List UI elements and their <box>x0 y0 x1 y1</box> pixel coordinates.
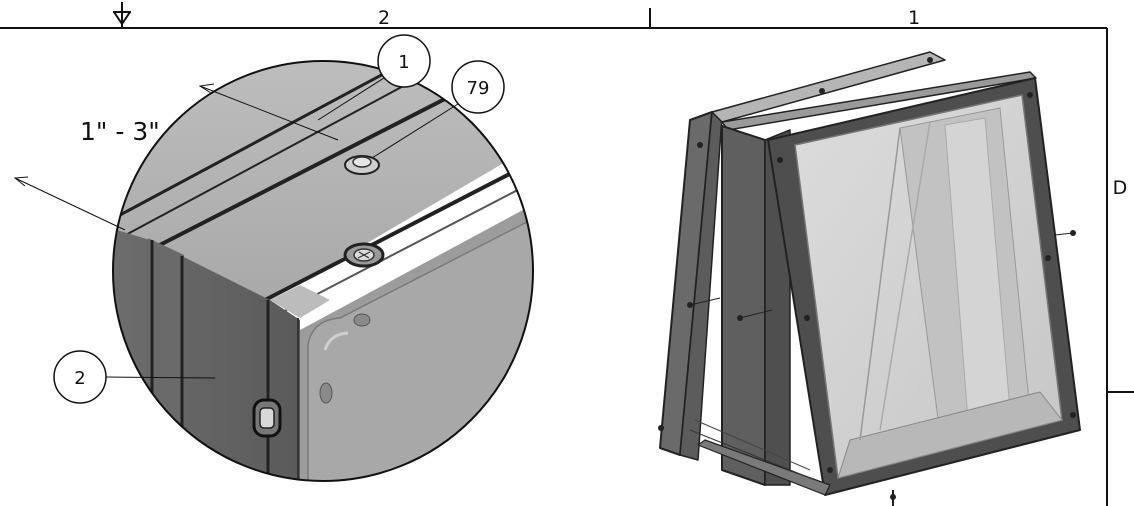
projection-symbol-icon <box>113 2 131 28</box>
dimension-note: 1" - 3" <box>80 117 160 146</box>
svg-text:79: 79 <box>467 78 490 99</box>
screw-head-icon <box>344 155 380 175</box>
balloon-1: 1 <box>317 34 431 121</box>
fastener-icon <box>343 242 385 268</box>
zone-label-1: 1 <box>908 7 920 29</box>
side-fastener-icon <box>252 398 282 438</box>
balloon-79: 79 <box>371 60 505 159</box>
drawing-border <box>0 8 1134 506</box>
detail-circle-outline <box>112 60 534 482</box>
window-assembly-view <box>658 51 1081 506</box>
svg-text:1: 1 <box>398 52 409 73</box>
dimension-lines <box>13 83 339 231</box>
svg-text:2: 2 <box>74 368 85 389</box>
zone-label-d: D <box>1113 177 1128 199</box>
zone-label-2: 2 <box>378 7 390 29</box>
balloon-2: 2 <box>53 350 216 404</box>
